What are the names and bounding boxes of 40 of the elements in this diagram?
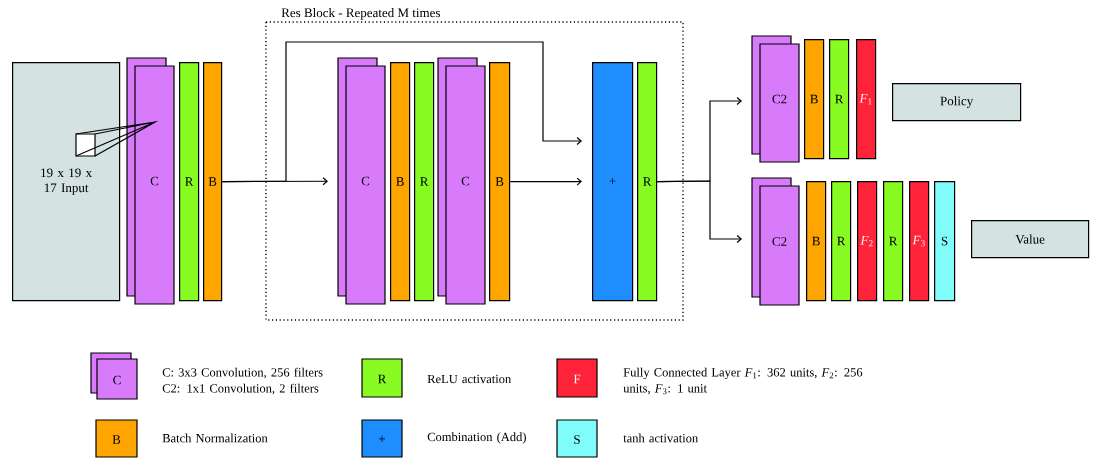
node-label: Res Block - Repeated M times xyxy=(281,8,440,20)
legend-text: ReLU activation xyxy=(427,374,511,384)
swatch-letter: S xyxy=(574,435,580,444)
convolution-block: C2 xyxy=(751,35,800,163)
arrow xyxy=(509,177,582,186)
convolution-block: C xyxy=(126,57,175,305)
swatch-letter: C xyxy=(113,375,121,385)
layer-bar: + xyxy=(592,62,634,302)
swatch-letter: + xyxy=(379,435,386,442)
layer-bar: B xyxy=(806,181,827,302)
layer-bar: R xyxy=(179,62,200,302)
layer-bar: R xyxy=(883,181,904,302)
convolution-block: C2 xyxy=(751,177,800,306)
layer-bar: B xyxy=(390,62,411,302)
layer-bar: R xyxy=(414,62,435,302)
swatch-letter: R xyxy=(378,374,387,384)
legend-text: Batch Normalization xyxy=(162,433,268,443)
legend-text: Fully Connected Layer F$_{1}$: 362 units, F$_{2}$: 256 units, F$_{3}$: 1 unit xyxy=(623,367,863,395)
layer-bar: R xyxy=(831,181,852,302)
layer-bar: S xyxy=(934,181,956,302)
output-box: Value xyxy=(971,220,1090,259)
layer-bar: B xyxy=(203,62,223,302)
convolution-block: C xyxy=(337,57,386,305)
arrow xyxy=(221,41,582,183)
swatch-letter: F xyxy=(573,374,581,384)
output-box: Policy xyxy=(892,83,1022,122)
arrow xyxy=(656,180,742,244)
legend-text: Combination (Add) xyxy=(427,432,526,444)
swatch-letter: B xyxy=(112,435,121,444)
layer-bar: B xyxy=(804,39,825,160)
convolution-block: C xyxy=(437,57,486,305)
layer-bar: R xyxy=(829,39,850,160)
legend-text: C: 3x3 Convolution, 256 filters C2: 1x1 Convolution, 2 filters xyxy=(162,367,323,395)
layer-bar: R xyxy=(637,62,658,302)
layer-bar: B xyxy=(489,62,511,302)
legend-text: tanh activation xyxy=(623,433,698,443)
input-box: 19 x 19 x 17 Input xyxy=(12,62,121,302)
layer-bar: F$_{3}$ xyxy=(909,181,930,302)
layer-bar: F$_{2}$ xyxy=(857,181,878,302)
layer-bar: F$_{1}$ xyxy=(856,39,877,160)
